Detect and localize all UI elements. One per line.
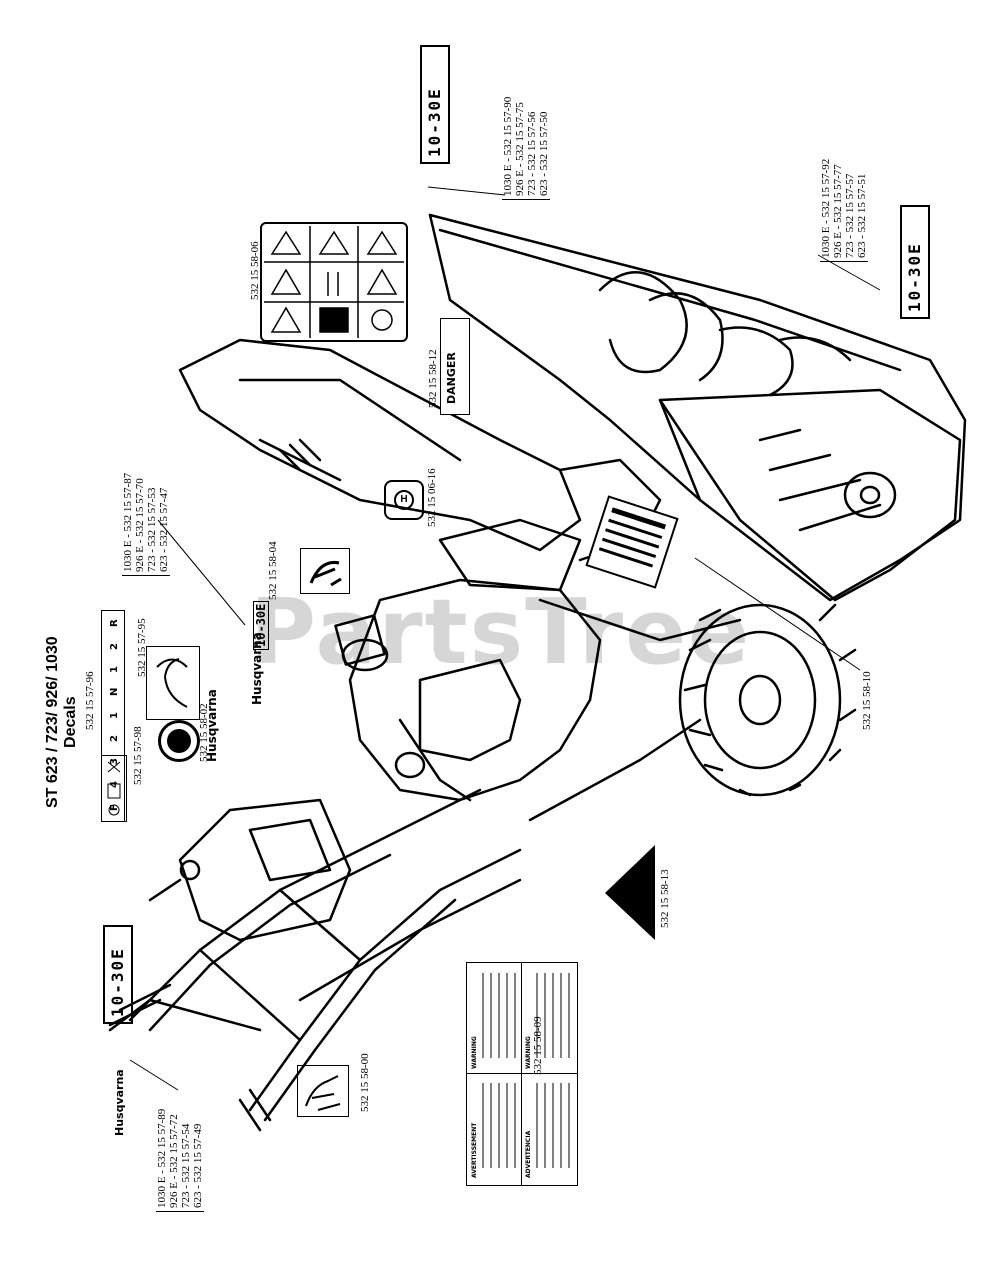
callout-532-15-58-00: 532 15 58-00 bbox=[359, 1053, 371, 1112]
husqvarna-logo-bottom: Husqvarna bbox=[113, 1069, 126, 1136]
callout-532-15-58-09: 532 15 58-09 bbox=[532, 1016, 544, 1075]
callout-532-15-58-12: 532 15 58-12 bbox=[427, 349, 439, 408]
gear-char: F bbox=[109, 804, 120, 811]
discharge-chute bbox=[178, 338, 582, 552]
gear-char: 2 bbox=[109, 735, 120, 742]
lever-hand-decal bbox=[146, 646, 200, 720]
chute-logo-decal: H bbox=[384, 480, 424, 520]
warning-label-decal: AVERTISSEMENT ADVERTENCIA WARNING WARNIN… bbox=[466, 962, 578, 1186]
husqvarna-logo-left: Husqvarna bbox=[205, 689, 219, 762]
callout-532-15-58-06: 532 15 58-06 bbox=[249, 241, 261, 300]
model-decal-right: 10-30E bbox=[900, 205, 930, 319]
callout-532-15-06-16: 532 15 06-16 bbox=[426, 468, 438, 527]
handle-hand-decal bbox=[297, 1065, 349, 1117]
callout-532-15-58-10: 532 15 58-10 bbox=[861, 671, 873, 730]
auger-housing bbox=[428, 213, 967, 602]
gear-char: 3 bbox=[109, 758, 120, 765]
housing-side-plate bbox=[658, 388, 962, 602]
wheel-tire bbox=[678, 603, 842, 797]
round-shield-decal bbox=[158, 720, 200, 762]
callout-532-15-57-95: 532 15 57-95 bbox=[136, 618, 148, 677]
handle-left bbox=[128, 788, 482, 1022]
model-list-bottom: 1030 E - 532 15 57-89 926 E - 532 15 57-… bbox=[156, 1108, 204, 1212]
gear-char: R bbox=[109, 619, 120, 627]
danger-text: DANGER bbox=[445, 352, 458, 404]
hand-warning-decal bbox=[300, 548, 350, 594]
model-decal-top: 10-30E bbox=[420, 45, 450, 164]
gear-char: 2 bbox=[109, 643, 120, 650]
gear-char: 1 bbox=[109, 666, 120, 673]
danger-triangle-decal bbox=[605, 845, 655, 940]
control-panel bbox=[178, 798, 352, 942]
gear-char: N bbox=[109, 688, 120, 696]
model-decal-mid: 10-30E bbox=[253, 600, 269, 650]
callout-532-15-57-96: 532 15 57-96 bbox=[84, 671, 96, 730]
model-list-right: 1030 E - 532 15 57-92 926 E - 532 15 57-… bbox=[820, 158, 868, 262]
safety-pictogram-decal bbox=[260, 222, 408, 342]
model-list-middle: 1030 E - 532 15 57-87 926 E - 532 15 57-… bbox=[122, 472, 170, 576]
model-decal-bottom: 10-30E bbox=[103, 925, 133, 1024]
callout-532-15-57-98: 532 15 57-98 bbox=[132, 726, 144, 785]
auger-hub bbox=[843, 471, 897, 519]
choke-decal bbox=[101, 755, 127, 822]
watermark: PartsTree bbox=[250, 580, 752, 685]
danger-decal: DANGER bbox=[440, 318, 470, 415]
diagram-title: ST 623 / 723/ 926/ 1030 Decals bbox=[44, 636, 79, 808]
engine-block bbox=[348, 578, 602, 802]
callout-532-15-58-04: 532 15 58-04 bbox=[267, 541, 279, 600]
gear-char: 1 bbox=[109, 712, 120, 719]
callout-532-15-58-13: 532 15 58-13 bbox=[659, 869, 671, 928]
model-list-top: 1030 E - 532 15 57-90 926 E - 532 15 57-… bbox=[502, 96, 550, 200]
